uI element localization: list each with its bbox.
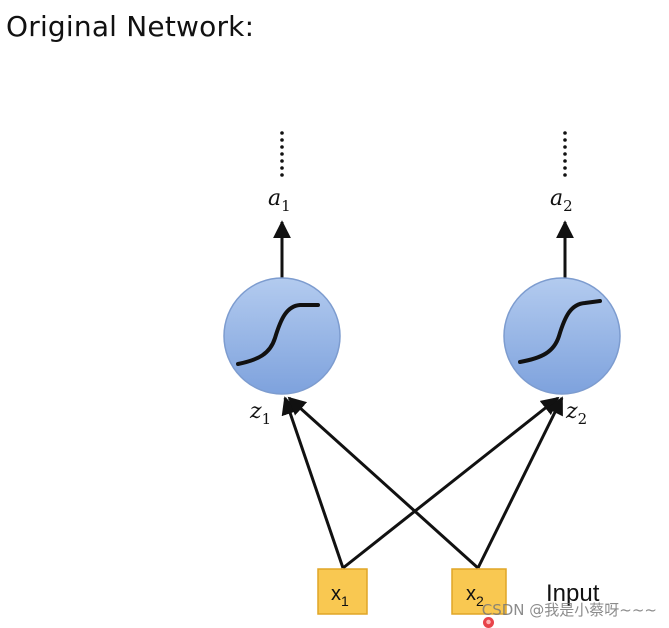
neuron-label-z1: z1 xyxy=(249,399,271,428)
svg-text:x2: x2 xyxy=(466,583,484,609)
continuation-dots-1 xyxy=(280,131,284,177)
neuron-2 xyxy=(503,277,621,395)
input-caption: Input xyxy=(546,580,600,607)
edge-x1-z2 xyxy=(342,396,560,570)
svg-text:x1: x1 xyxy=(331,583,349,609)
neuron-1 xyxy=(223,277,341,395)
output-label-a2: a2 xyxy=(550,186,573,215)
neuron-label-z2: z2 xyxy=(565,399,587,428)
watermark: CSDN @我是小蔡呀~~~ xyxy=(481,601,657,619)
edge-x1-z1 xyxy=(281,396,345,569)
sigmoid-icon xyxy=(518,299,602,364)
sigmoid-icon xyxy=(236,303,320,366)
continuation-dots-2 xyxy=(563,131,567,177)
input-box-x2: x2 xyxy=(451,568,507,615)
edge-x2-z2 xyxy=(476,396,564,569)
edge-x2-z1 xyxy=(287,396,480,570)
input-box-x1: x1 xyxy=(317,568,368,615)
page-title: Original Network: xyxy=(6,10,255,43)
cursor-dot xyxy=(483,617,494,628)
output-label-a1: a1 xyxy=(268,186,291,215)
